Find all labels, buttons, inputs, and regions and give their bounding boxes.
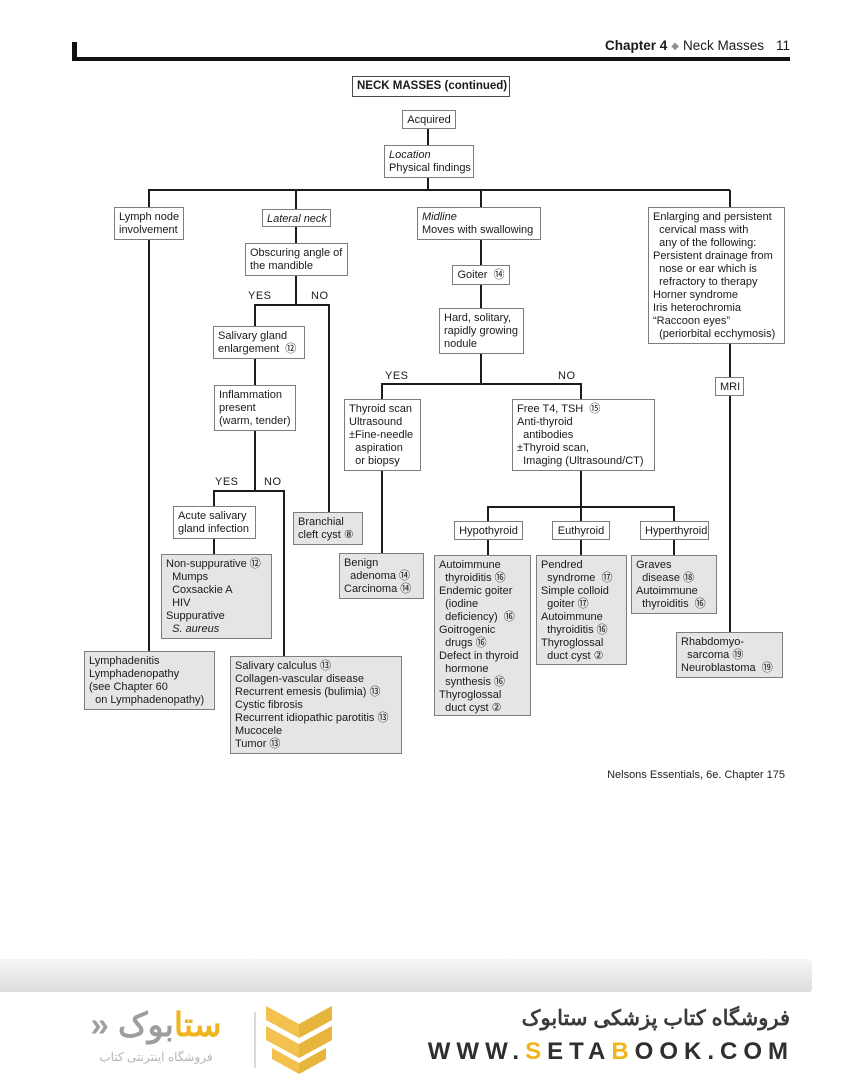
no-label: NO	[558, 370, 576, 382]
connector-line	[480, 190, 482, 207]
connector-line	[729, 344, 731, 377]
margin-mark	[72, 42, 77, 61]
connector-line	[673, 507, 675, 521]
connector-line	[480, 240, 482, 265]
yes-label: YES	[385, 370, 409, 382]
connector-line	[254, 359, 256, 385]
chevron-logo-icon	[266, 1006, 332, 1074]
connector-line	[381, 471, 383, 553]
no-label: NO	[264, 476, 282, 488]
connector-line	[213, 490, 285, 492]
page-number: 11	[775, 38, 790, 53]
connector-line	[580, 540, 582, 555]
node-hyperthyroid: Hyperthyroid	[640, 521, 709, 540]
node-euthyroid: Euthyroid	[552, 521, 610, 540]
connector-line	[254, 431, 256, 491]
running-header: Chapter 4◆Neck Masses 11	[605, 38, 790, 53]
diamond-icon: ◆	[671, 41, 679, 52]
store-title: فروشگاه کتاب پزشکی ستابوک	[521, 1007, 790, 1030]
connector-line	[148, 189, 730, 191]
connector-line	[283, 491, 285, 656]
connector-line	[381, 383, 582, 385]
connector-line	[580, 384, 582, 399]
flowchart-title: NECK MASSES (continued)	[352, 76, 510, 97]
connector-line	[673, 540, 675, 555]
source-citation: Nelsons Essentials, 6e. Chapter 175	[607, 769, 785, 781]
connector-line	[254, 304, 330, 306]
connector-line	[381, 384, 383, 399]
connector-line	[729, 396, 731, 632]
yes-label: YES	[215, 476, 239, 488]
footer-divider-bar	[0, 959, 812, 992]
node-mri: MRI	[715, 377, 744, 396]
node-goiter: Goiter ⑭	[452, 265, 510, 285]
node-enlarging-persistent-mass: Enlarging and persistent cervical mass w…	[648, 207, 785, 344]
node-acquired: Acquired	[402, 110, 456, 129]
website-url: WWW.SETABOOK.COM	[427, 1038, 794, 1065]
connector-line	[487, 507, 489, 521]
connector-line	[213, 491, 215, 506]
chapter-title: Neck Masses	[682, 38, 764, 53]
connector-line	[729, 190, 731, 207]
node-lateral-neck: Lateral neck	[262, 209, 331, 227]
brand-tagline: فروشگاه اینترنتی کتاب	[99, 1050, 213, 1064]
connector-line	[148, 240, 150, 651]
connector-line	[580, 507, 582, 521]
connector-line	[580, 471, 582, 507]
no-label: NO	[311, 290, 329, 302]
connector-line	[148, 190, 150, 207]
header-rule	[72, 57, 790, 61]
chapter-label: Chapter 4	[604, 38, 668, 53]
connector-line	[487, 540, 489, 555]
connector-line	[427, 177, 429, 191]
yes-label: YES	[248, 290, 272, 302]
connector-line	[328, 305, 330, 512]
connector-line	[480, 354, 482, 384]
connector-line	[480, 285, 482, 308]
connector-line	[254, 305, 256, 326]
connector-line	[295, 276, 297, 305]
brand-wordmark: ستابوک «	[90, 1006, 222, 1043]
node-hypothyroid: Hypothyroid	[454, 521, 523, 540]
connector-line	[213, 539, 215, 554]
connector-line	[295, 226, 297, 243]
connector-line	[295, 190, 297, 209]
brand-divider	[254, 1012, 256, 1068]
connector-line	[427, 129, 429, 145]
